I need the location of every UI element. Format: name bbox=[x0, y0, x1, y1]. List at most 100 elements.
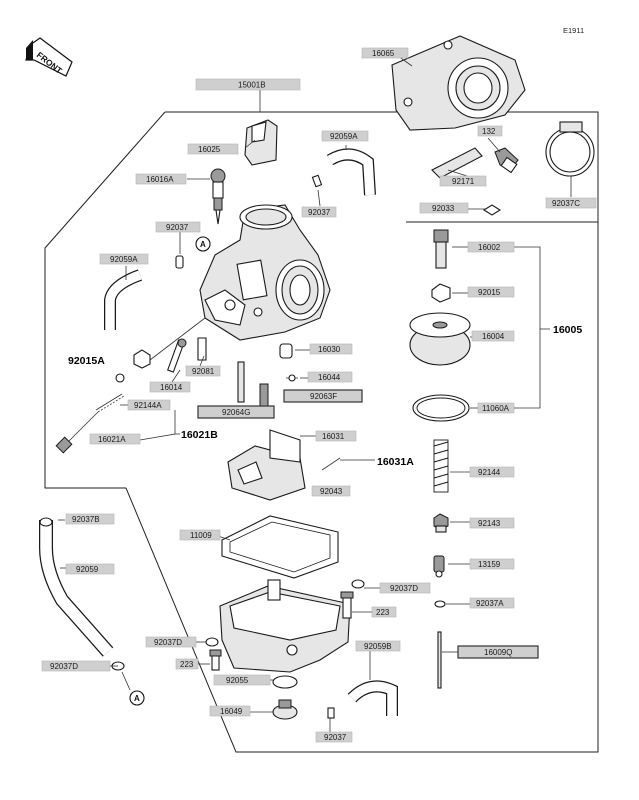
svg-text:16031A: 16031A bbox=[377, 456, 414, 468]
carburetor-body bbox=[199, 204, 331, 341]
svg-text:16016A: 16016A bbox=[146, 175, 174, 184]
svg-text:92055: 92055 bbox=[226, 676, 249, 685]
label-16030: 16030 bbox=[309, 343, 353, 355]
svg-text:92059: 92059 bbox=[76, 565, 99, 574]
screw-223-left bbox=[209, 649, 222, 671]
svg-text:132: 132 bbox=[482, 127, 496, 136]
label-11009: 11009 bbox=[179, 529, 221, 541]
label-16044: 16044 bbox=[307, 371, 353, 383]
svg-text:92059A: 92059A bbox=[330, 132, 358, 141]
svg-text:92015A: 92015A bbox=[68, 355, 105, 367]
jet-92143 bbox=[433, 513, 449, 533]
label-92059A-top: 92059A bbox=[321, 130, 369, 142]
clamp-92037C bbox=[545, 121, 595, 177]
svg-text:16065: 16065 bbox=[372, 49, 395, 58]
svg-text:16044: 16044 bbox=[318, 373, 341, 382]
float-bowl bbox=[219, 579, 351, 673]
oring-11060A bbox=[412, 394, 470, 422]
top-cap bbox=[244, 119, 278, 166]
nut-92015A bbox=[133, 349, 151, 369]
bracket-plate bbox=[431, 147, 483, 179]
svg-text:92143: 92143 bbox=[478, 519, 501, 528]
screw-16014 bbox=[167, 338, 187, 373]
svg-text:16009Q: 16009Q bbox=[484, 648, 512, 657]
label-16009Q: 16009Q bbox=[457, 645, 539, 659]
svg-text:16025: 16025 bbox=[198, 145, 221, 154]
label-92037-b: 92037 bbox=[301, 206, 337, 218]
svg-text:92063F: 92063F bbox=[310, 392, 337, 401]
frame-left bbox=[44, 111, 166, 489]
svg-text:16014: 16014 bbox=[160, 383, 183, 392]
label-16031A: 16031A bbox=[377, 456, 414, 468]
adjust-screw bbox=[210, 168, 226, 225]
cap-16004 bbox=[409, 312, 471, 366]
label-92037-a: 92037 bbox=[155, 221, 201, 233]
svg-text:11009: 11009 bbox=[190, 531, 212, 540]
frame-bottom bbox=[125, 222, 599, 753]
label-92144A: 92144A bbox=[127, 399, 171, 411]
label-16014: 16014 bbox=[149, 381, 191, 393]
svg-text:16004: 16004 bbox=[482, 332, 505, 341]
label-16065: 16065 bbox=[361, 47, 409, 59]
ref-marker-carb: A bbox=[195, 236, 211, 252]
svg-text:16049: 16049 bbox=[220, 707, 243, 716]
clamp-92037D-right bbox=[351, 579, 365, 589]
screw-223-right bbox=[340, 591, 354, 619]
label-11060A: 11060A bbox=[477, 402, 515, 414]
svg-text:92144: 92144 bbox=[478, 468, 501, 477]
clamp-92037B bbox=[39, 517, 53, 527]
label-92037C: 92037C bbox=[545, 197, 597, 209]
label-92059: 92059 bbox=[65, 563, 115, 575]
svg-text:92144A: 92144A bbox=[134, 401, 162, 410]
label-16021B: 16021B bbox=[181, 429, 218, 441]
svg-text:92037: 92037 bbox=[308, 208, 331, 217]
svg-text:11060A: 11060A bbox=[482, 404, 510, 413]
svg-text:A: A bbox=[134, 694, 140, 703]
label-16031: 16031 bbox=[315, 430, 357, 442]
svg-text:92037: 92037 bbox=[166, 223, 189, 232]
label-92037B: 92037B bbox=[65, 513, 115, 525]
label-92015A: 92015A bbox=[68, 355, 105, 367]
svg-text:16002: 16002 bbox=[478, 243, 501, 252]
svg-text:92037B: 92037B bbox=[72, 515, 100, 524]
small-clamp-c bbox=[327, 707, 335, 719]
plug-16030 bbox=[279, 343, 293, 359]
label-92037D-left: 92037D bbox=[145, 636, 197, 648]
gasket-11009 bbox=[221, 515, 339, 579]
svg-text:13159: 13159 bbox=[478, 560, 501, 569]
label-16005: 16005 bbox=[553, 324, 582, 336]
svg-text:92043: 92043 bbox=[320, 487, 343, 496]
svg-text:92064G: 92064G bbox=[222, 408, 250, 417]
svg-text:16005: 16005 bbox=[553, 324, 582, 336]
screw-16021A bbox=[55, 411, 99, 454]
label-92064G: 92064G bbox=[197, 405, 275, 419]
jet-92063F bbox=[259, 383, 269, 407]
svg-text:92015: 92015 bbox=[478, 288, 501, 297]
label-92059B: 92059B bbox=[355, 640, 401, 652]
label-92037A: 92037A bbox=[469, 597, 515, 609]
svg-text:15001B: 15001B bbox=[238, 81, 266, 90]
frame-top bbox=[165, 111, 599, 222]
jet-13159 bbox=[433, 555, 445, 578]
spring-92144 bbox=[433, 439, 449, 493]
label-92037D-right: 92037D bbox=[379, 582, 431, 594]
intake-manifold bbox=[391, 35, 526, 131]
label-92143: 92143 bbox=[469, 517, 515, 529]
svg-text:16021B: 16021B bbox=[181, 429, 218, 441]
svg-text:92037: 92037 bbox=[324, 733, 347, 742]
label-92055: 92055 bbox=[213, 674, 271, 686]
svg-text:92081: 92081 bbox=[192, 367, 215, 376]
svg-text:92037D: 92037D bbox=[154, 638, 182, 647]
svg-text:223: 223 bbox=[376, 608, 390, 617]
label-13159: 13159 bbox=[469, 558, 515, 570]
svg-text:92037A: 92037A bbox=[476, 599, 504, 608]
needle-92064G bbox=[237, 361, 245, 403]
spring-92144A bbox=[95, 373, 125, 413]
svg-text:92033: 92033 bbox=[432, 204, 455, 213]
svg-text:92059B: 92059B bbox=[364, 642, 392, 651]
spring-92081 bbox=[197, 337, 207, 361]
label-16002: 16002 bbox=[467, 241, 515, 253]
top-screw-16002 bbox=[433, 229, 449, 269]
